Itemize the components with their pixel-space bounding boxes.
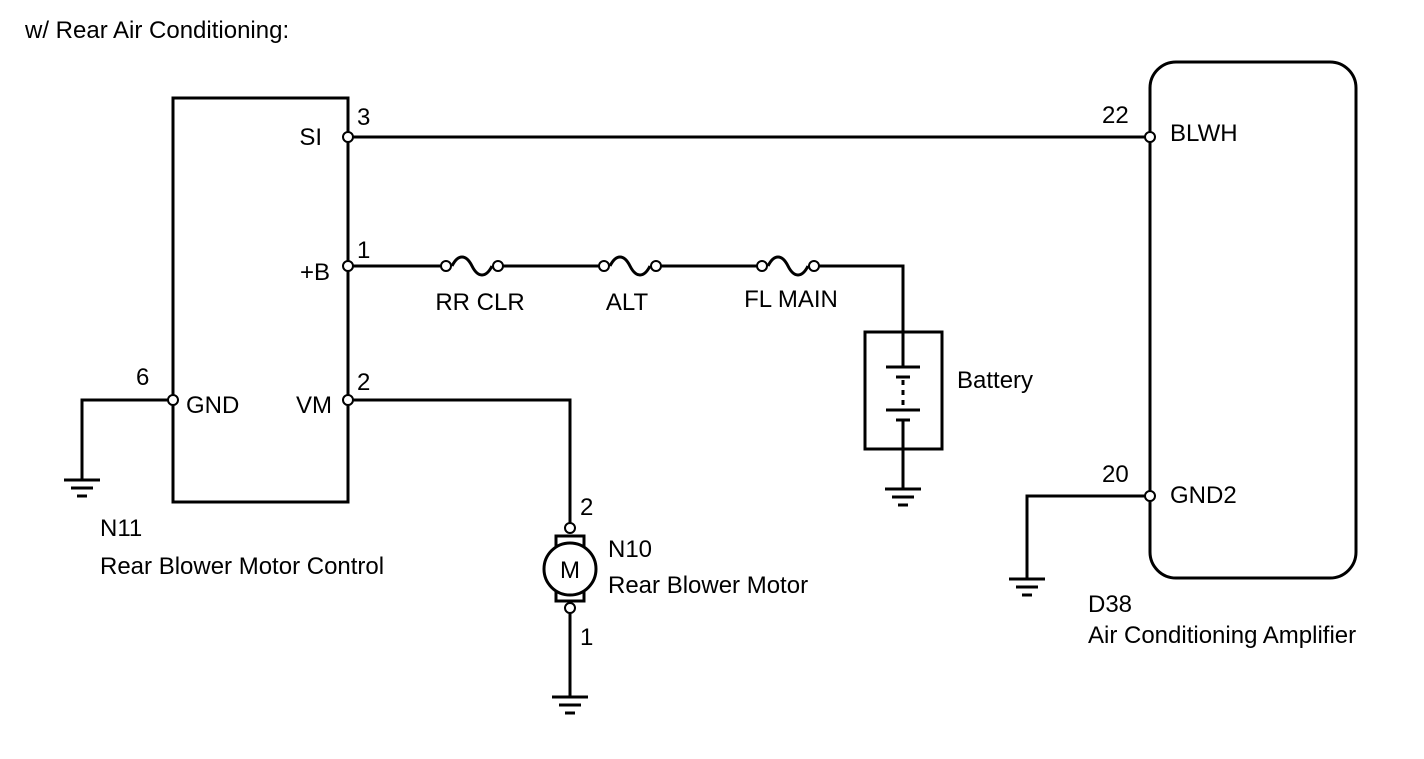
terminal-icon (342, 260, 354, 272)
n11-pin-gnd-label: GND (186, 392, 239, 419)
ground-icon (1009, 577, 1045, 597)
terminal-icon (1144, 490, 1156, 502)
terminal-icon (342, 394, 354, 406)
diagram-title: w/ Rear Air Conditioning: (24, 17, 289, 44)
terminal-icon (756, 260, 768, 272)
wires (80, 135, 1150, 697)
n11-component: N11 Rear Blower Motor Control SI 3 +B 1 … (100, 96, 384, 580)
n11-code: N11 (100, 515, 142, 542)
d38-pin-gnd2-number: 20 (1102, 461, 1129, 488)
n10-code: N10 (608, 536, 652, 563)
d38-component: D38 Air Conditioning Amplifier BLWH 22 G… (1088, 60, 1358, 649)
d38-pin-blwh-label: BLWH (1170, 120, 1238, 147)
d38-name: Air Conditioning Amplifier (1088, 622, 1356, 649)
n11-pin-vm-label: VM (296, 392, 332, 419)
fuse-rrclr-symbol (450, 255, 494, 277)
fuse-flmain-symbol (766, 255, 810, 277)
battery-icon: Battery (863, 330, 1033, 451)
n11-pin-b-number: 1 (357, 237, 370, 264)
n11-name: Rear Blower Motor Control (100, 553, 384, 580)
n11-pin-b-label: +B (300, 259, 330, 286)
d38-pin-gnd2-label: GND2 (1170, 482, 1237, 509)
fuse-icon: ALT (598, 255, 662, 316)
ground-icon (552, 695, 588, 715)
ground-icon (64, 478, 100, 498)
n11-pin-vm-number: 2 (357, 369, 370, 396)
n10-name: Rear Blower Motor (608, 572, 808, 599)
motor-circle (542, 541, 598, 597)
connector-terminals (167, 131, 1156, 502)
n10-pin-2-number: 2 (580, 494, 593, 521)
terminal-icon (564, 522, 576, 534)
fuse-alt-symbol (608, 255, 652, 277)
battery-label: Battery (957, 367, 1033, 394)
terminal-icon (440, 260, 452, 272)
fuse-rrclr-label: RR CLR (435, 289, 524, 316)
n11-pin-si-number: 3 (357, 104, 370, 131)
n11-pin-si-label: SI (299, 124, 322, 151)
wire-flmain-battery (814, 264, 905, 367)
terminal-icon (1144, 131, 1156, 143)
terminal-icon (564, 602, 576, 614)
terminal-icon (598, 260, 610, 272)
wire-vm-motor (348, 398, 572, 528)
terminal-icon (167, 394, 179, 406)
motor-icon: M 2 1 N10 Rear Blower Motor (542, 494, 808, 651)
fuse-alt-label: ALT (606, 289, 649, 316)
d38-box (1148, 60, 1358, 580)
motor-symbol: M (560, 557, 580, 584)
ground-icon (885, 487, 921, 507)
n10-pin-1-number: 1 (580, 624, 593, 651)
fuse-icon: FL MAIN (744, 255, 838, 313)
terminal-icon (808, 260, 820, 272)
terminal-icon (492, 260, 504, 272)
terminal-icon (650, 260, 662, 272)
d38-pin-blwh-number: 22 (1102, 102, 1129, 129)
terminal-icon (342, 131, 354, 143)
wire-d38-gnd2 (1025, 494, 1150, 579)
fuse-icon: RR CLR (435, 255, 525, 316)
fuse-flmain-label: FL MAIN (744, 286, 838, 313)
battery-box (863, 330, 944, 451)
d38-code: D38 (1088, 591, 1132, 618)
wire-n11-gnd (80, 398, 173, 480)
n11-box (171, 96, 350, 504)
n11-pin-gnd-number: 6 (136, 364, 149, 391)
